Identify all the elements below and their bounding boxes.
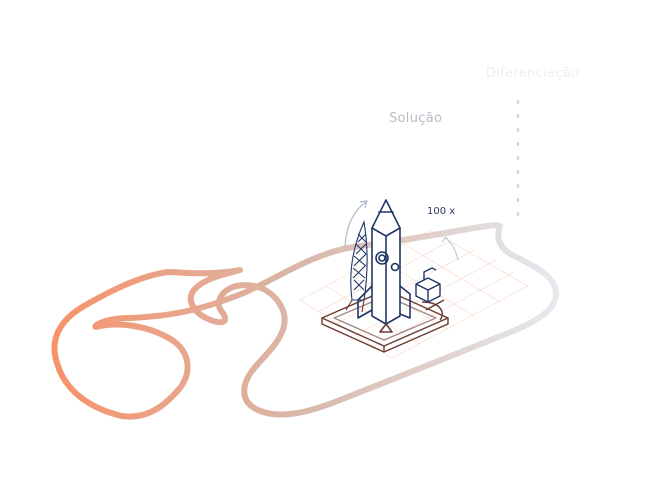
label-solucao: Solução — [389, 111, 443, 126]
label-multiplier: 100 x — [427, 206, 456, 217]
arrow-head-small-icon — [441, 235, 451, 244]
curved-arrow-small-icon — [445, 237, 459, 261]
lattice-tower-icon — [345, 220, 368, 313]
curved-arrow-icon — [344, 201, 367, 247]
race-track-icon — [51, 222, 559, 420]
launch-pad-icon — [321, 289, 449, 353]
rocket-icon — [357, 199, 411, 333]
arrow-head-icon — [359, 200, 368, 209]
bucket-icon — [415, 267, 441, 303]
label-faded-heading: Diferenciação — [486, 66, 580, 81]
